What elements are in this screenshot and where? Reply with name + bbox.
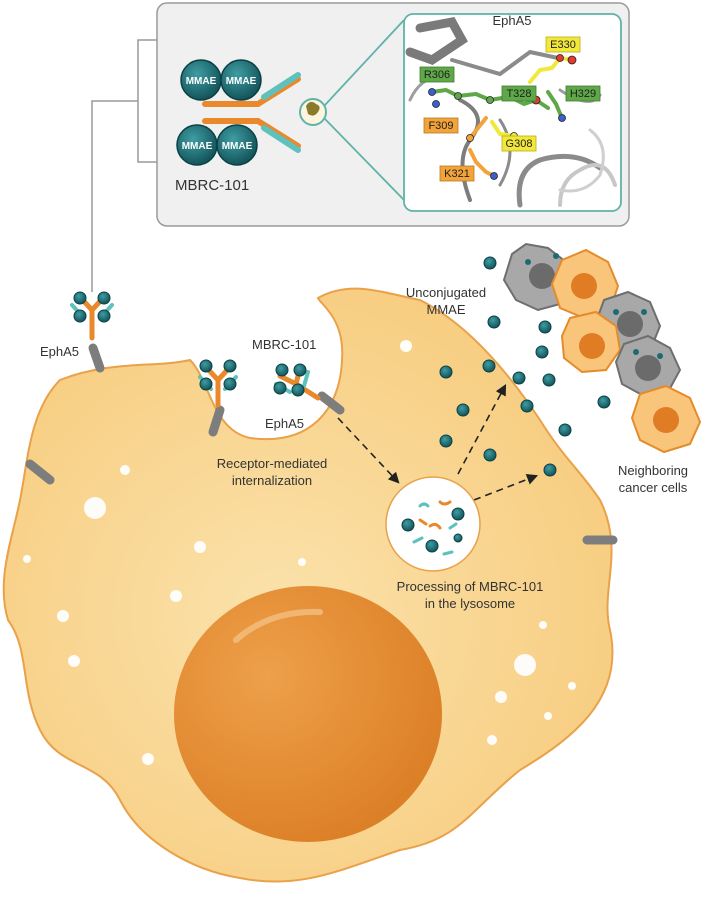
process-arrows <box>337 384 539 501</box>
adc-pocket-right <box>273 363 321 401</box>
residue-label-f309: F309 <box>423 117 459 134</box>
neighboring-cancer-cells <box>502 242 702 454</box>
mmae-sphere: MMAE <box>216 124 258 166</box>
free-mmae-molecules <box>439 256 611 477</box>
neighbor-cell-orange <box>560 310 622 374</box>
cell-vesicles <box>23 340 576 765</box>
lysosome <box>385 476 481 572</box>
inset-title: EphA5 <box>492 13 531 28</box>
internalization-label-line1: Receptor-mediated <box>217 456 328 471</box>
mmae-tag: MMAE <box>182 141 213 152</box>
neighboring-cells-label-line2: cancer cells <box>619 480 688 495</box>
mmae-sphere-group: MMAE MMAE MMAE MMAE <box>176 59 262 166</box>
mmae-sphere: MMAE <box>176 124 218 166</box>
internalization-label-line2: internalization <box>232 473 312 488</box>
arrow-to-lysosome <box>337 417 400 484</box>
residue-label-r306: R306 <box>419 66 455 83</box>
protein-structure-box <box>403 13 622 212</box>
unconjugated-label-line1: Unconjugated <box>406 285 486 300</box>
arrow-release-up <box>457 384 507 475</box>
receptor-epha5 <box>88 343 105 373</box>
svg-text:H329: H329 <box>570 88 596 100</box>
neighboring-cells-label-line1: Neighboring <box>618 463 688 478</box>
receptors <box>25 343 618 545</box>
lysosome-label-line2: in the lysosome <box>425 596 515 611</box>
lysosome-label-line1: Processing of MBRC-101 <box>397 579 544 594</box>
neighbor-cell-gray <box>614 334 682 398</box>
adc-pocket-left <box>198 359 238 408</box>
residue-label-t328: T328 <box>501 85 537 102</box>
residue-labels: E330 R306 T328 H329 F309 G308 K321 <box>419 36 601 182</box>
svg-text:R306: R306 <box>424 69 450 81</box>
svg-text:G308: G308 <box>506 138 533 150</box>
mmae-sphere: MMAE <box>220 59 262 101</box>
receptor-epha5 <box>208 405 225 437</box>
nucleus <box>174 586 442 842</box>
adc-name-label: MBRC-101 <box>175 177 249 194</box>
receptor-epha5 <box>317 391 345 415</box>
svg-text:E330: E330 <box>550 39 576 51</box>
residue-atoms <box>428 54 577 180</box>
svg-text:F309: F309 <box>428 120 453 132</box>
residue-label-g308: G308 <box>501 135 537 152</box>
main-cancer-cell <box>2 287 614 883</box>
zoom-line <box>324 19 405 106</box>
adc-pocket-label: MBRC-101 <box>252 337 316 352</box>
mmae-tag: MMAE <box>226 76 257 87</box>
mmae-tag: MMAE <box>186 76 217 87</box>
neighbor-cell-mmae-dots <box>525 253 663 359</box>
adc-surface <box>70 291 114 341</box>
svg-text:K321: K321 <box>444 168 470 180</box>
residue-label-e330: E330 <box>545 36 581 53</box>
antibody-large <box>202 72 301 153</box>
mmae-tag: MMAE <box>222 141 253 152</box>
svg-text:T328: T328 <box>506 88 531 100</box>
residue-label-h329: H329 <box>565 85 601 102</box>
zoom-line <box>324 118 405 201</box>
unconjugated-label-line2: MMAE <box>427 302 466 317</box>
binding-site-icon <box>306 101 320 116</box>
inset-connector-line <box>91 39 158 292</box>
receptor-epha5 <box>25 459 55 485</box>
neighbor-cell-orange <box>630 384 702 454</box>
residue-label-k321: K321 <box>439 165 475 182</box>
receptor-pocket-label: EphA5 <box>265 416 304 431</box>
mmae-sphere: MMAE <box>180 59 222 101</box>
receptor-label-left: EphA5 <box>40 344 79 359</box>
